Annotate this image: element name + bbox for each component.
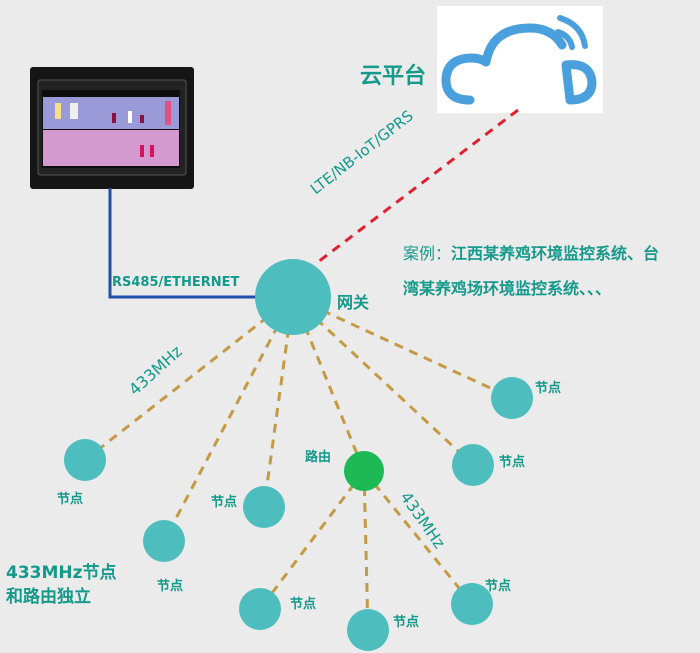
radio-link: [362, 470, 370, 631]
case-prefix: 案例：: [403, 244, 452, 263]
case-text-1: 江西某养鸡环境监控系统、台: [451, 244, 660, 263]
sensor-node[interactable]: [239, 588, 281, 630]
node-label: 节点: [57, 492, 84, 507]
gateway-label: 网关: [337, 293, 370, 312]
wan-link: [317, 108, 519, 264]
radio-links: [84, 295, 513, 631]
radio-link: [292, 295, 513, 400]
sensor-nodes: [64, 377, 533, 651]
wired-link-label: RS485/ETHERNET: [112, 275, 240, 290]
case-line-1: 案例：江西某养鸡环境监控系统、台: [403, 240, 659, 264]
cloud-icon: [437, 6, 603, 113]
sensor-node[interactable]: [452, 444, 494, 486]
router-node[interactable]: [344, 451, 384, 491]
node-label: 节点: [485, 579, 512, 594]
sensor-node[interactable]: [347, 609, 389, 651]
wired-link: [108, 188, 256, 299]
router-label: 路由: [305, 450, 332, 465]
gateway-node[interactable]: [255, 259, 331, 335]
node-label: 节点: [535, 381, 562, 396]
radio-link: [258, 470, 366, 610]
note-line-2: 和路由独立: [6, 587, 91, 607]
sensor-node[interactable]: [64, 439, 106, 481]
node-label: 节点: [290, 597, 317, 612]
radio-link: [162, 296, 295, 542]
sensor-node[interactable]: [451, 583, 493, 625]
node-label: 节点: [393, 615, 420, 630]
hmi-touchscreen: [30, 67, 194, 189]
cloud-platform-label: 云平台: [360, 64, 427, 89]
note-line-1: 433MHz节点: [6, 563, 117, 583]
case-line-2: 湾某养鸡场环境监控系统、、、: [403, 279, 612, 298]
radio-link: [84, 295, 294, 462]
node-label: 节点: [157, 579, 184, 594]
sensor-node[interactable]: [143, 520, 185, 562]
node-label: 节点: [499, 455, 526, 470]
sensor-node[interactable]: [491, 377, 533, 419]
node-label: 节点: [211, 495, 238, 510]
radio-link: [362, 470, 474, 605]
sensor-node[interactable]: [243, 486, 285, 528]
